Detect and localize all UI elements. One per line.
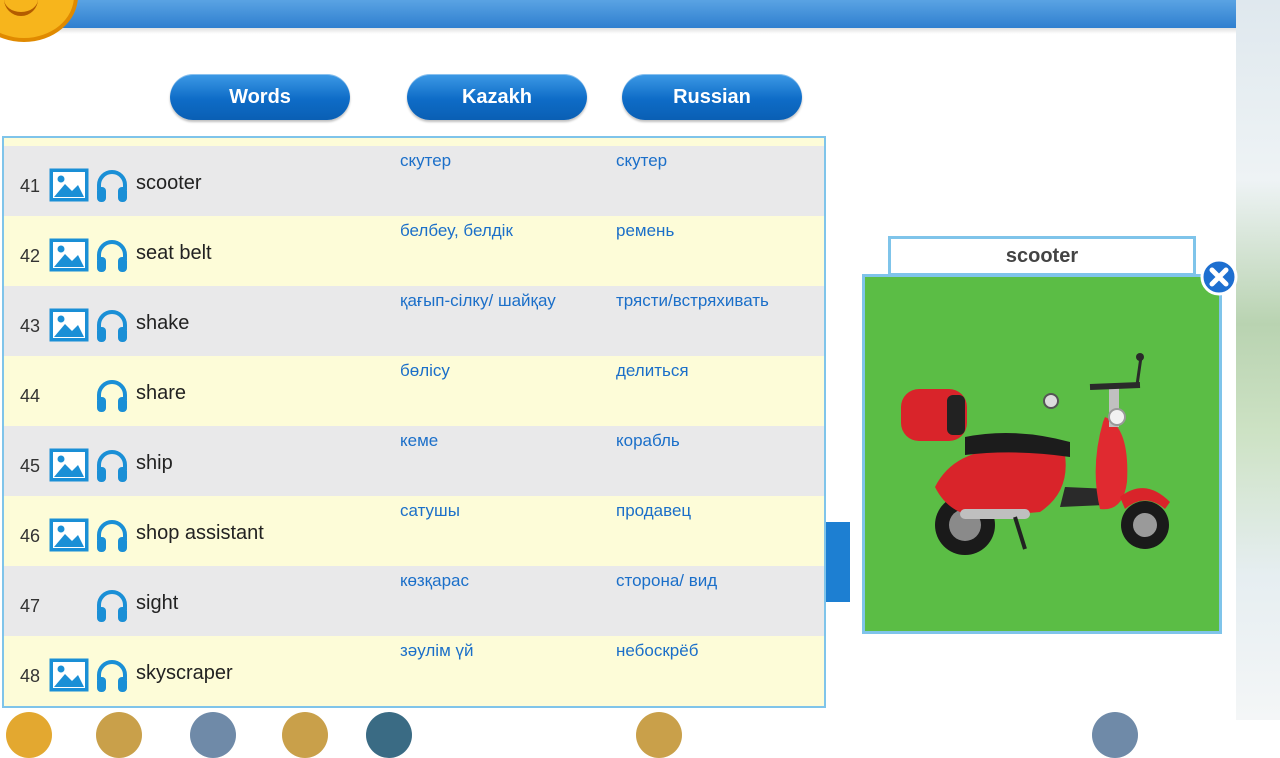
table-top-strip bbox=[4, 138, 824, 146]
headphones-icon[interactable] bbox=[94, 518, 130, 554]
word-table: 41 scooter скутер скутер 42 seat belt белбеу, … bbox=[2, 136, 826, 708]
english-word: shop assistant bbox=[136, 522, 264, 544]
headphones-icon[interactable] bbox=[94, 238, 130, 274]
nav-button-2[interactable] bbox=[96, 712, 142, 758]
nav-button-7[interactable] bbox=[1092, 712, 1138, 758]
top-banner bbox=[0, 0, 1240, 34]
table-row[interactable]: 48 skyscraper зәулім үй небоскрёб bbox=[4, 636, 824, 706]
row-number: 43 bbox=[20, 316, 41, 336]
right-edge-background bbox=[1236, 0, 1280, 720]
nav-button-5[interactable] bbox=[366, 712, 412, 758]
russian-translation: скутер bbox=[616, 151, 668, 170]
english-word: scooter bbox=[136, 172, 202, 194]
image-icon[interactable] bbox=[49, 308, 89, 342]
russian-translation: делиться bbox=[616, 361, 689, 380]
kazakh-column-button[interactable]: Kazakh bbox=[407, 74, 587, 120]
row-number: 48 bbox=[20, 666, 41, 686]
russian-column-button[interactable]: Russian bbox=[622, 74, 802, 120]
red-scooter-image bbox=[901, 353, 1170, 555]
image-icon[interactable] bbox=[49, 238, 89, 272]
headphones-icon[interactable] bbox=[94, 658, 130, 694]
kazakh-translation: сатушы bbox=[400, 501, 460, 520]
kazakh-translation: көзқарас bbox=[400, 571, 469, 590]
table-row[interactable]: 46 shop assistant сатушы продавец bbox=[4, 496, 824, 566]
headphones-icon[interactable] bbox=[94, 378, 130, 414]
russian-translation: трясти/встряхивать bbox=[616, 291, 769, 310]
kazakh-translation: бөлісу bbox=[400, 361, 450, 380]
table-row[interactable]: 42 seat belt белбеу, белдік ремень bbox=[4, 216, 824, 286]
row-number: 46 bbox=[20, 526, 41, 546]
close-icon bbox=[1200, 258, 1238, 296]
headphones-icon[interactable] bbox=[94, 588, 130, 624]
english-word: sight bbox=[136, 592, 179, 614]
words-column-button[interactable]: Words bbox=[170, 74, 350, 120]
row-number: 47 bbox=[20, 596, 41, 616]
image-icon[interactable] bbox=[49, 448, 89, 482]
popup-image-frame bbox=[862, 274, 1222, 634]
table-row[interactable]: 45 ship кеме корабль bbox=[4, 426, 824, 496]
english-word: seat belt bbox=[136, 242, 212, 264]
kazakh-translation: қағып-сілку/ шайқау bbox=[400, 291, 556, 310]
russian-translation: сторона/ вид bbox=[616, 571, 718, 590]
close-popup-button[interactable] bbox=[1200, 258, 1238, 296]
side-tab[interactable] bbox=[826, 522, 850, 602]
row-number: 41 bbox=[20, 176, 41, 196]
english-word: shake bbox=[136, 312, 190, 334]
headphones-icon[interactable] bbox=[94, 308, 130, 344]
row-number: 44 bbox=[20, 386, 41, 406]
kazakh-translation: кеме bbox=[400, 431, 439, 450]
image-icon[interactable] bbox=[49, 518, 89, 552]
english-word: skyscraper bbox=[136, 662, 233, 684]
nav-button-3[interactable] bbox=[190, 712, 236, 758]
english-word: ship bbox=[136, 452, 173, 474]
table-row[interactable]: 44 share бөлісу делиться bbox=[4, 356, 824, 426]
app-logo[interactable] bbox=[0, 0, 78, 42]
russian-translation: корабль bbox=[616, 431, 680, 450]
table-row[interactable]: 43 shake қағып-сілку/ шайқау трясти/встряхи… bbox=[4, 286, 824, 356]
kazakh-translation: белбеу, белдік bbox=[400, 221, 513, 240]
kazakh-translation: скутер bbox=[400, 151, 452, 170]
table-row[interactable]: 41 scooter скутер скутер bbox=[4, 146, 824, 216]
kazakh-translation: зәулім үй bbox=[400, 641, 474, 660]
headphones-icon[interactable] bbox=[94, 448, 130, 484]
popup-title: scooter bbox=[888, 236, 1196, 276]
nav-button-4[interactable] bbox=[282, 712, 328, 758]
headphones-icon[interactable] bbox=[94, 168, 130, 204]
image-icon[interactable] bbox=[49, 168, 89, 202]
russian-translation: ремень bbox=[616, 221, 675, 240]
english-word: share bbox=[136, 382, 187, 404]
nav-button-1[interactable] bbox=[6, 712, 52, 758]
nav-button-6[interactable] bbox=[636, 712, 682, 758]
image-icon[interactable] bbox=[49, 658, 89, 692]
row-number: 45 bbox=[20, 456, 41, 476]
russian-translation: продавец bbox=[616, 501, 692, 520]
row-number: 42 bbox=[20, 246, 41, 266]
table-row[interactable]: 47 sight көзқарас сторона/ вид bbox=[4, 566, 824, 636]
russian-translation: небоскрёб bbox=[616, 641, 699, 660]
